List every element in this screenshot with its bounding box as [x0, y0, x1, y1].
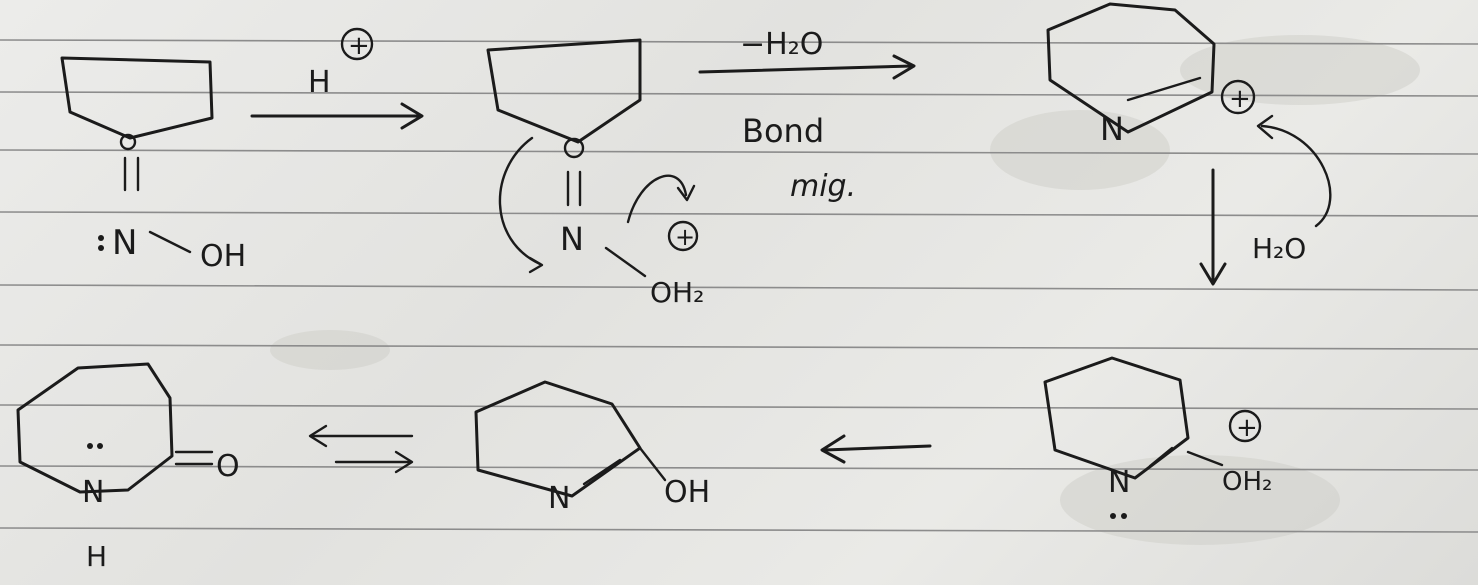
adduct-n-label: N [1108, 465, 1130, 500]
deprotonation-arrow [820, 434, 932, 464]
tautomer-arrows [308, 424, 414, 474]
lactam-o-label: O [216, 449, 240, 484]
lone-pair-mark [563, 137, 585, 159]
iminol-structure: N OH [474, 380, 710, 516]
lactam-structure: N H O [16, 362, 240, 573]
paper-smudge [270, 330, 390, 370]
adduct-oh2-label: OH₂ [1222, 467, 1272, 497]
oxime-oh-label: OH [200, 239, 246, 274]
protonated-oxime-structure: N OH₂ + [486, 38, 704, 309]
nitrilium-structure: N + [1046, 2, 1332, 228]
dehydration-arrow: −H₂O Bond mig. [698, 27, 916, 204]
svg-text:+: + [1229, 84, 1251, 114]
plus-charge-icon [667, 220, 699, 252]
bond-migration-label-1: Bond [742, 112, 824, 150]
lactam-n-label: N [82, 475, 104, 510]
plus-charge-icon [1220, 79, 1256, 115]
oxime-structure: N OH [60, 56, 246, 274]
lone-pair-mark [119, 133, 137, 151]
water-addition-arrow: H₂O [1199, 168, 1306, 286]
protonated-n-label: N [560, 220, 584, 258]
paper-smudge [1180, 35, 1420, 105]
iminol-n-label: N [548, 481, 570, 516]
ruled-lines [0, 39, 1478, 533]
svg-text:+: + [348, 31, 370, 61]
curved-arrow [1260, 124, 1332, 228]
svg-text:+: + [1236, 413, 1258, 443]
bond-migration-label-2: mig. [790, 169, 856, 204]
svg-text:+: + [675, 223, 695, 251]
curved-arrow [626, 174, 688, 224]
plus-charge-icon [340, 27, 374, 61]
iminol-oh-label: OH [664, 475, 710, 510]
dehydration-label: −H₂O [740, 27, 823, 62]
paper-smudge [990, 110, 1170, 190]
plus-charge-icon [1228, 409, 1262, 443]
water-label: H₂O [1252, 232, 1306, 265]
protonation-arrow: H + [250, 27, 424, 130]
water-adduct-structure: N OH₂ + [1043, 356, 1272, 519]
protonated-oh2-label: OH₂ [650, 276, 704, 309]
nitrilium-n-label: N [1100, 110, 1124, 148]
acid-catalyst-label: H [308, 65, 331, 100]
curved-arrow [498, 136, 542, 266]
oxime-n-label: N [112, 223, 137, 263]
lactam-h-label: H [86, 540, 107, 573]
